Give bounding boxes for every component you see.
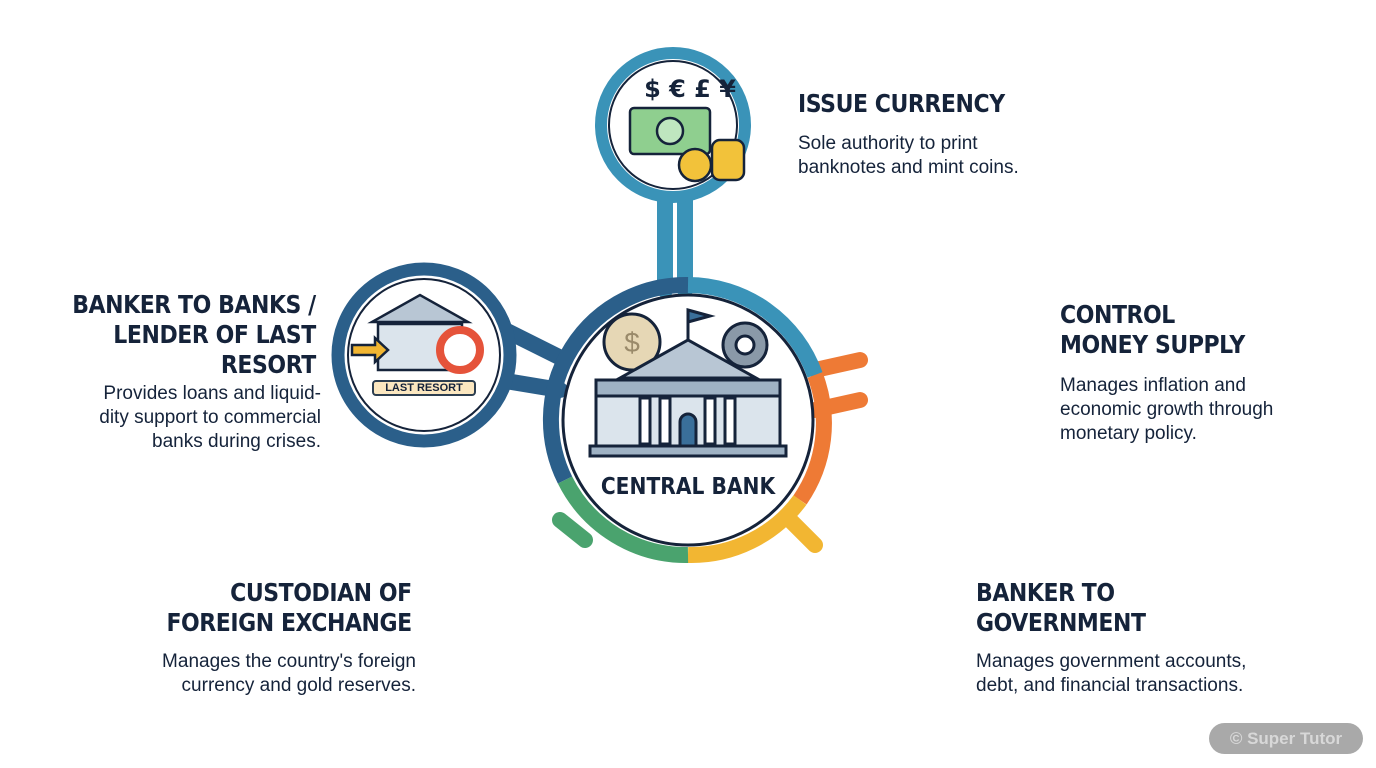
desc-line: banknotes and mint coins. — [798, 157, 1019, 178]
watermark-badge: © Super Tutor — [1209, 723, 1363, 754]
control-money-supply-description: Manages inflation and economic growth th… — [1060, 374, 1273, 446]
title-line: RESORT — [221, 350, 316, 379]
title-line: MONEY SUPPLY — [1060, 330, 1245, 359]
issue-currency-description: Sole authority to print banknotes and mi… — [798, 132, 1019, 180]
title-line: BANKER TO BANKS / — [72, 290, 316, 319]
desc-line: currency and gold reserves. — [181, 675, 416, 696]
title-line: BANKER TO — [976, 578, 1115, 607]
title-line: LENDER OF LAST — [113, 320, 317, 349]
banker-to-government-title: BANKER TO GOVERNMENT — [976, 578, 1146, 638]
central-bank-label: CENTRAL BANK — [600, 474, 776, 500]
desc-line: economic growth through — [1060, 399, 1274, 420]
desc-line: monetary policy. — [1060, 423, 1197, 444]
currency-symbols: $ € £ ¥ — [644, 75, 736, 103]
central-ring — [543, 276, 832, 564]
desc-line: Manages inflation and — [1060, 375, 1246, 396]
control-money-supply-title: CONTROL MONEY SUPPLY — [1060, 300, 1245, 360]
desc-line: banks during crises. — [152, 431, 321, 452]
bank-lifebuoy-icon — [350, 293, 484, 374]
issue-currency-title: ISSUE CURRENCY — [798, 89, 1005, 118]
desc-line: Provides loans and liquid- — [103, 383, 321, 404]
title-line: CUSTODIAN OF — [230, 578, 412, 607]
title-line: GOVERNMENT — [976, 608, 1146, 637]
title-line: CONTROL — [1060, 300, 1175, 329]
central-bank-building-icon: $ — [588, 308, 788, 458]
desc-line: debt, and financial transactions. — [976, 675, 1244, 696]
desc-line: Sole authority to print — [798, 133, 978, 154]
custodian-forex-title: CUSTODIAN OF FOREIGN EXCHANGE — [166, 578, 413, 638]
banknotes-coins-icon — [628, 106, 746, 183]
banker-to-government-description: Manages government accounts, debt, and f… — [976, 650, 1246, 698]
banker-to-banks-circle — [331, 262, 517, 448]
issue-currency-circle: $ € £ ¥ — [595, 47, 751, 203]
banker-to-banks-title: BANKER TO BANKS / LENDER OF LAST RESORT — [72, 290, 316, 380]
banker-to-banks-description: Provides loans and liquid- dity support … — [99, 382, 321, 454]
custodian-forex-description: Manages the country's foreign currency a… — [162, 650, 416, 698]
desc-line: Manages government accounts, — [976, 651, 1247, 672]
desc-line: Manages the country's foreign — [162, 651, 416, 672]
desc-line: dity support to commercial — [99, 407, 321, 428]
svg-text:$: $ — [624, 327, 640, 358]
title-line: FOREIGN EXCHANGE — [166, 608, 413, 637]
last-resort-badge: LAST RESORT — [372, 380, 476, 396]
